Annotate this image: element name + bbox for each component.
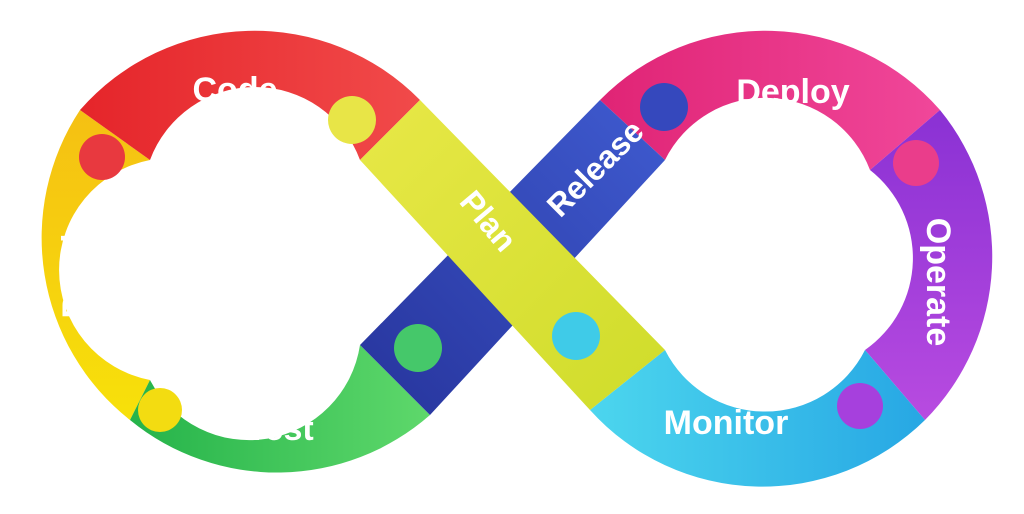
stage-deploy: Deploy <box>600 30 940 171</box>
stage-deploy-shape <box>600 30 940 171</box>
stage-monitor-label: Monitor <box>664 404 789 442</box>
puzzle-knob-plan <box>552 312 600 360</box>
puzzle-knob-build <box>79 134 125 180</box>
stage-code-label: Code <box>193 71 278 109</box>
stage-build-shape <box>41 110 150 420</box>
stage-code-shape <box>80 30 420 160</box>
puzzle-knob-monitor <box>837 383 883 429</box>
puzzle-knob-deploy <box>640 83 688 131</box>
stage-monitor: Monitor <box>590 350 925 487</box>
stage-test-shape <box>130 345 430 473</box>
stage-test-label: Test <box>246 410 313 448</box>
stage-operate: Operate <box>865 110 993 420</box>
puzzle-knob-release-low <box>394 324 442 372</box>
stage-operate-shape <box>865 110 993 420</box>
puzzle-knob-test <box>138 388 182 432</box>
stage-monitor-shape <box>590 350 925 487</box>
stage-build-label: Build <box>56 234 94 319</box>
puzzle-knob-operate <box>893 140 939 186</box>
stage-operate-label: Operate <box>919 218 957 347</box>
puzzle-knob-code <box>328 96 376 144</box>
puzzle-connectors <box>79 83 939 432</box>
stage-deploy-label: Deploy <box>736 73 849 111</box>
stage-test: Test <box>130 345 430 473</box>
stage-build: Build <box>41 110 150 420</box>
stage-code: Code <box>80 30 420 160</box>
